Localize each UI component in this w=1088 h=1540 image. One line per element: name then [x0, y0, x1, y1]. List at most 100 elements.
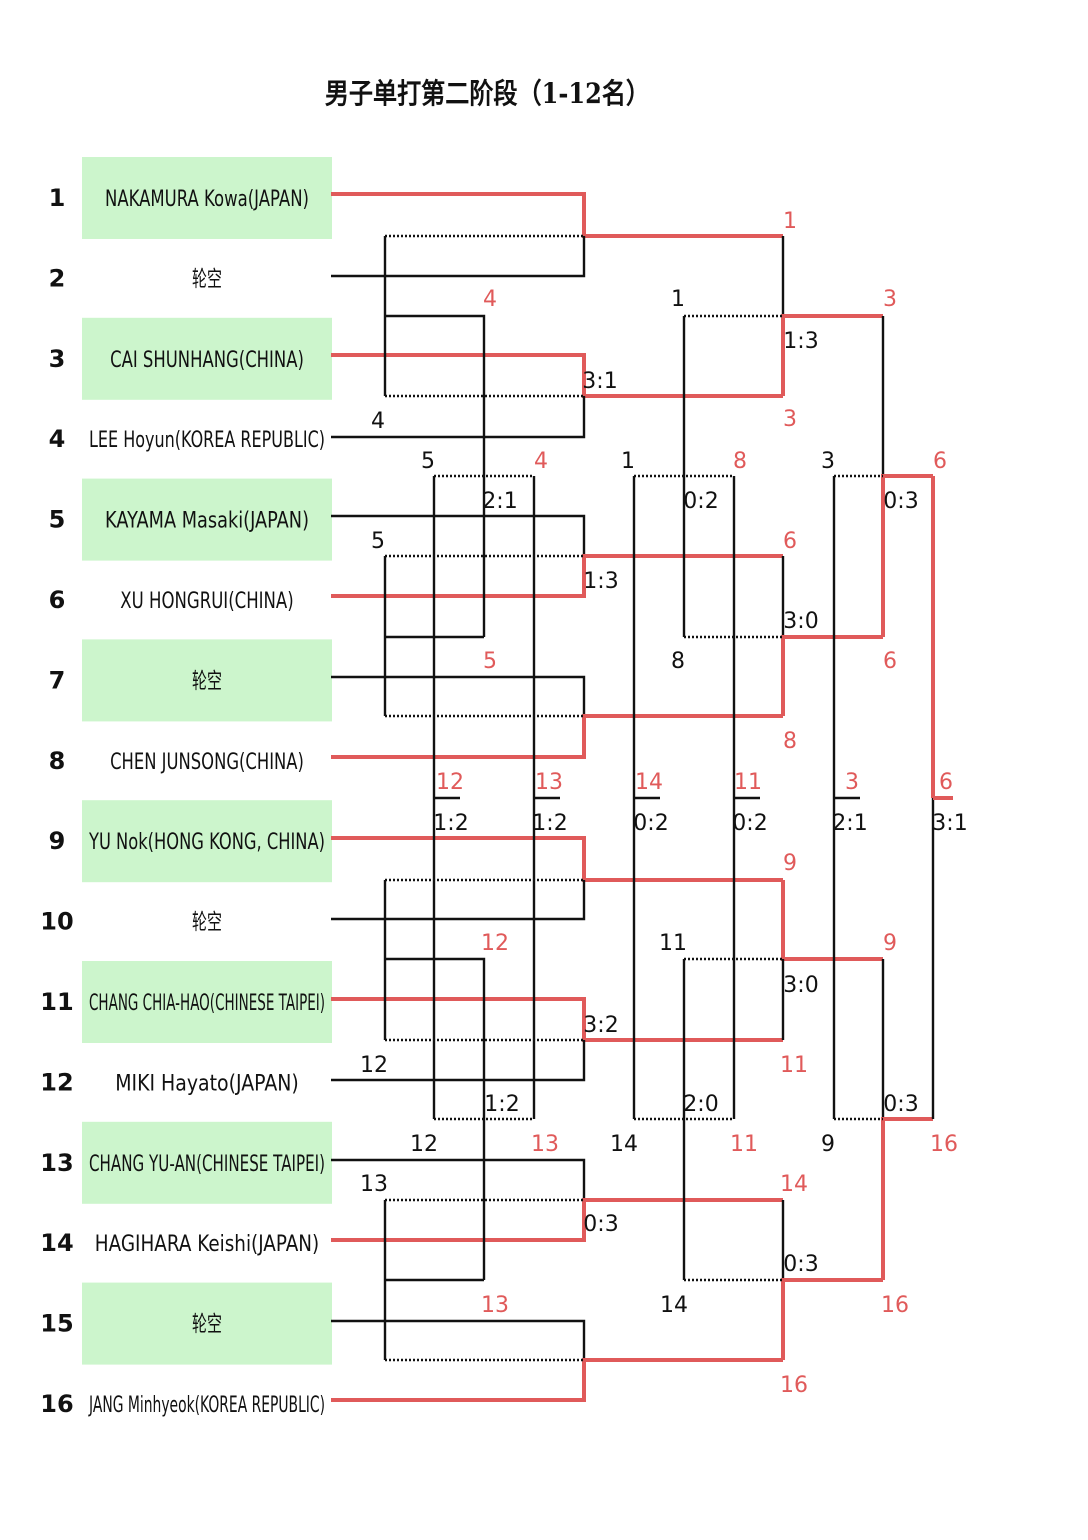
- bracket-line: [331, 236, 586, 278]
- seed-label: 3: [821, 449, 835, 474]
- seed-number: 6: [49, 586, 66, 614]
- seed-label: 11: [734, 770, 762, 795]
- bracket-line: [385, 314, 486, 476]
- seed-number: 2: [49, 264, 66, 292]
- player-highlight: [82, 478, 332, 561]
- seed-label: 14: [635, 770, 663, 795]
- match-score: 0:2: [633, 811, 668, 836]
- winner-line: [331, 1198, 783, 1242]
- bracket-line: [331, 675, 586, 716]
- seed-label: 6: [933, 449, 947, 474]
- bracket-line: [331, 396, 586, 439]
- winner-line: [881, 1117, 933, 1280]
- seed-number: 13: [40, 1149, 73, 1177]
- seed-number: 4: [49, 425, 66, 453]
- bracket-line: [331, 1319, 586, 1360]
- player-name: 轮空: [192, 1313, 222, 1338]
- winner-line: [331, 836, 783, 882]
- match-score: 0:3: [583, 1212, 618, 1237]
- match-score: 3:0: [783, 609, 818, 634]
- match-score: 0:2: [732, 811, 767, 836]
- player-row: 1 NAKAMURA Kowa(JAPAN): [49, 157, 332, 239]
- match-score: 0:2: [683, 489, 718, 514]
- seed-label: 13: [360, 1172, 388, 1197]
- player-name: YU Nok(HONG KONG, CHINA): [88, 830, 325, 855]
- seed-label: 13: [535, 770, 563, 795]
- seed-label: 16: [930, 1132, 958, 1157]
- winner-line: [781, 635, 883, 716]
- match-score: 3:0: [783, 973, 818, 998]
- seed-label: 3: [845, 770, 859, 795]
- winner-line: [331, 353, 783, 398]
- seed-number: 16: [40, 1390, 73, 1418]
- seed-label: 16: [780, 1373, 808, 1398]
- seed-label: 5: [421, 449, 435, 474]
- seed-number: 8: [49, 747, 66, 775]
- seed-label: 4: [483, 287, 497, 312]
- seed-label: 8: [671, 649, 685, 674]
- seed-label: 11: [780, 1053, 808, 1078]
- seed-label: 8: [733, 449, 747, 474]
- seed-label: 4: [371, 409, 385, 434]
- seed-label: 6: [883, 649, 897, 674]
- seed-label: 14: [780, 1172, 808, 1197]
- seed-number: 5: [49, 506, 66, 534]
- seed-label: 3: [883, 287, 897, 312]
- winner-line: [331, 192, 783, 238]
- player-name: XU HONGRUI(CHINA): [120, 589, 293, 614]
- player-highlight: [82, 1121, 332, 1204]
- seed-label: 6: [939, 770, 953, 795]
- seed-label: 14: [610, 1132, 638, 1157]
- player-name: CHANG CHIA-HAO(CHINESE TAIPEI): [89, 991, 325, 1016]
- seed-label: 1: [671, 287, 685, 312]
- player-highlight: [82, 961, 332, 1043]
- seed-label: 12: [360, 1053, 388, 1078]
- seed-label: 11: [730, 1132, 758, 1157]
- seed-label: 5: [483, 649, 497, 674]
- match-score: 1:3: [583, 569, 618, 594]
- player-row: 2 轮空: [49, 264, 222, 292]
- bracket-line: [331, 514, 586, 556]
- seed-number: 1: [49, 184, 66, 212]
- match-score: 1:3: [783, 329, 818, 354]
- seed-label: 11: [659, 931, 687, 956]
- seed-label: 14: [660, 1293, 688, 1318]
- player-name: 轮空: [192, 911, 222, 936]
- player-name: NAKAMURA Kowa(JAPAN): [105, 187, 309, 212]
- winner-line: [331, 997, 783, 1042]
- match-score: 1:2: [532, 811, 567, 836]
- seed-number: 15: [40, 1310, 73, 1338]
- player-highlight: [82, 800, 332, 883]
- player-name: 轮空: [192, 267, 222, 292]
- seed-label: 4: [534, 449, 548, 474]
- player-row: 6 XU HONGRUI(CHINA): [49, 586, 294, 614]
- player-name: MIKI Hayato(JAPAN): [115, 1071, 299, 1096]
- seed-label: 1: [783, 209, 797, 234]
- seed-label: 16: [881, 1293, 909, 1318]
- player-name: CAI SHUNHANG(CHINA): [110, 348, 304, 373]
- match-score: 1:2: [433, 811, 468, 836]
- player-highlight: [82, 157, 332, 239]
- seed-number: 7: [49, 666, 66, 694]
- seed-number: 10: [40, 908, 73, 936]
- seed-number: 11: [40, 988, 73, 1016]
- player-highlight: [82, 639, 332, 722]
- bracket-lines: [331, 192, 953, 1402]
- match-score: 2:1: [832, 811, 867, 836]
- player-highlight: [82, 1282, 332, 1365]
- player-highlight: [82, 317, 332, 400]
- match-score: 2:0: [683, 1092, 718, 1117]
- winner-line: [331, 1358, 783, 1402]
- seed-label: 5: [371, 529, 385, 554]
- seed-label: 13: [481, 1293, 509, 1318]
